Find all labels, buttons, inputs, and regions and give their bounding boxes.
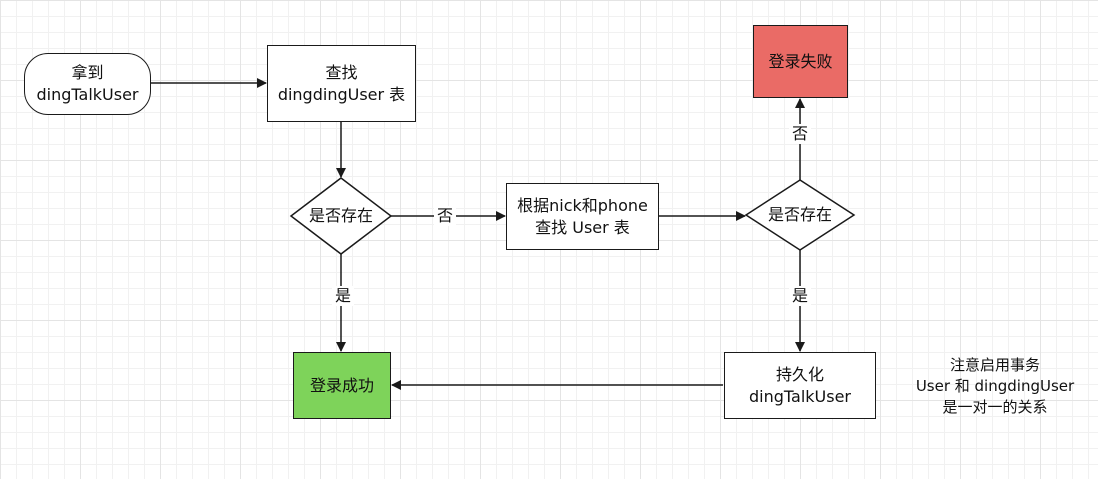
check1-no-label: 否: [433, 206, 457, 226]
lookup-dingding-user-node: 查找 dingdingUser 表: [267, 45, 416, 122]
login-fail-node: 登录失败: [753, 25, 848, 98]
login-success-node: 登录成功: [293, 352, 391, 419]
persist-node: 持久化 dingTalkUser: [724, 352, 876, 419]
transaction-note: 注意启用事务 User 和 dingdingUser 是一对一的关系: [915, 356, 1075, 416]
exists-check-2-label: 是否存在: [767, 205, 832, 224]
start-node: 拿到 dingTalkUser: [24, 53, 151, 115]
check2-yes-label: 是: [788, 286, 812, 306]
exists-check-1-label: 是否存在: [308, 206, 373, 225]
lookup-user-node: 根据nick和phone 查找 User 表: [506, 183, 659, 250]
check1-yes-label: 是: [331, 286, 355, 306]
check2-no-label: 否: [788, 124, 812, 144]
